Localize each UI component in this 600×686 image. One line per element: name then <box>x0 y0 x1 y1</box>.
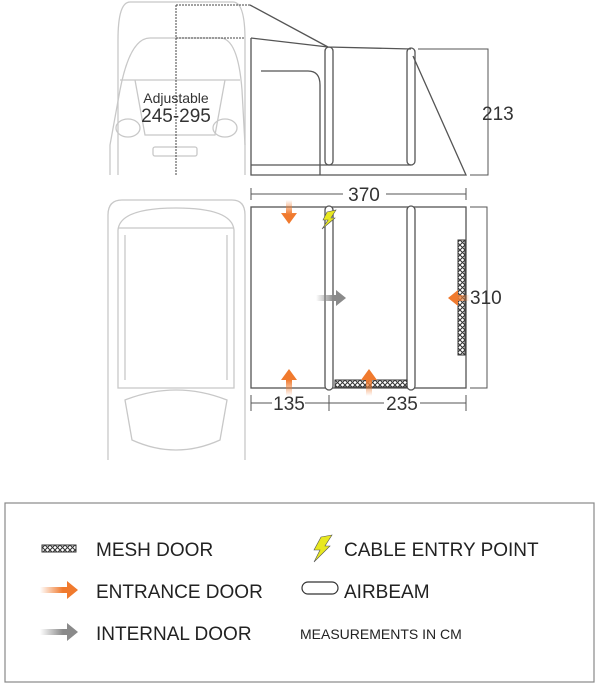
cable-entry-icon <box>321 209 337 230</box>
van-front-view: Adjustable 245-295 <box>109 1 250 175</box>
airbeam-plan-2 <box>406 205 416 391</box>
awning-plan-view: 370 310 135 235 <box>250 185 502 415</box>
entrance-door-arrow <box>281 369 297 396</box>
awning-side-view: 213 <box>249 4 514 176</box>
entrance-door-arrow <box>448 290 470 306</box>
section1-dimension: 135 <box>273 394 305 415</box>
airbeam-side-2 <box>406 47 416 166</box>
adjustable-label: Adjustable <box>143 90 209 106</box>
depth-dimension: 310 <box>470 288 502 309</box>
legend-airbeam: AIRBEAM <box>344 582 430 603</box>
legend-entrance-door: ENTRANCE DOOR <box>96 582 263 603</box>
entrance-door-arrow <box>361 369 377 396</box>
internal-door-arrow <box>316 290 346 306</box>
van-top-view <box>107 199 246 460</box>
section2-dimension: 235 <box>386 394 418 415</box>
adjustable-range: 245-295 <box>141 106 211 127</box>
units-note: MEASUREMENTS IN CM <box>300 626 462 642</box>
airbeam-side-1 <box>324 46 334 166</box>
internal-arrow-icon <box>40 623 78 641</box>
total-length-dimension: 370 <box>348 185 380 206</box>
legend-mesh-door: MESH DOOR <box>96 540 213 561</box>
mesh-door-icon <box>41 544 77 553</box>
entrance-door-arrow <box>281 200 297 224</box>
airbeam-legend-icon <box>301 581 339 595</box>
height-dimension: 213 <box>482 104 514 125</box>
entrance-arrow-icon <box>40 581 78 599</box>
legend-cable-entry: CABLE ENTRY POINT <box>344 540 539 561</box>
cable-entry-legend-icon <box>313 534 333 563</box>
legend-internal-door: INTERNAL DOOR <box>96 624 252 645</box>
legend: MESH DOOR ENTRANCE DOOR INTERNAL DOOR CA… <box>4 502 595 683</box>
